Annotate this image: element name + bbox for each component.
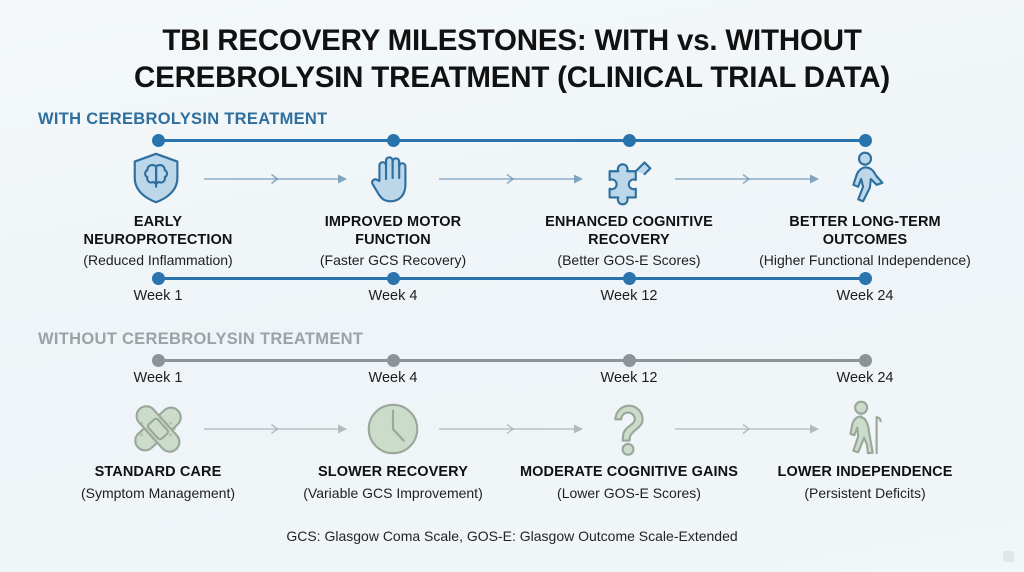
page-title: TBI RECOVERY MILESTONES: WITH vs. WITHOU… bbox=[0, 0, 1024, 96]
timeline-dot-2 bbox=[386, 272, 400, 285]
untreated-milestone-subtitle: (Symptom Management) bbox=[80, 484, 236, 501]
treated-milestone-subtitle: (Reduced Inflammation) bbox=[83, 252, 233, 268]
timeline-dot-2 bbox=[386, 134, 400, 147]
timeline-treated-top bbox=[151, 134, 872, 148]
timeline-rail bbox=[158, 359, 866, 362]
title-line-2: CEREBROLYSIN TREATMENT (CLINICAL TRIAL D… bbox=[134, 61, 890, 94]
timeline-dot-2 bbox=[386, 354, 400, 367]
treated-milestone-subtitle: (Better GOS-E Scores) bbox=[557, 252, 701, 268]
timeline-dot-1 bbox=[151, 354, 165, 367]
week-label-treated-1: Week 1 bbox=[133, 288, 183, 304]
untreated-milestone-4: LOWER INDEPENDENCE (Persistent Deficits) bbox=[735, 398, 995, 502]
untreated-milestone-title: SLOWER RECOVERY bbox=[317, 464, 468, 480]
week-label-untreated-3: Week 12 bbox=[600, 370, 658, 386]
week-label-untreated-4: Week 24 bbox=[836, 370, 894, 386]
week-labels-treated: Week 1 Week 4 Week 12 Week 24 bbox=[0, 288, 1024, 308]
connector-row-treated bbox=[0, 172, 1024, 186]
treated-milestone-subtitle: (Higher Functional Independence) bbox=[759, 252, 971, 268]
untreated-milestone-subtitle: (Lower GOS-E Scores) bbox=[557, 484, 701, 501]
week-label-untreated-1: Week 1 bbox=[133, 370, 183, 386]
hand-icon bbox=[263, 148, 523, 210]
timeline-dot-1 bbox=[151, 272, 165, 285]
walking-person-icon bbox=[735, 148, 995, 210]
person-with-cane-icon bbox=[735, 398, 995, 460]
puzzle-piece-icon bbox=[499, 148, 759, 210]
untreated-milestone-subtitle: (Persistent Deficits) bbox=[804, 484, 926, 501]
week-label-treated-4: Week 24 bbox=[836, 288, 894, 304]
untreated-connector-arrow-2 bbox=[439, 422, 583, 436]
treated-milestone-title: EARLY NEUROPROTECTION bbox=[83, 214, 233, 248]
untreated-connector-arrow-3 bbox=[675, 422, 819, 436]
timeline-dot-1 bbox=[151, 134, 165, 147]
treated-milestone-4: BETTER LONG-TERM OUTCOMES (Higher Functio… bbox=[735, 148, 995, 269]
timeline-rail bbox=[158, 277, 866, 280]
treated-milestone-title: ENHANCED COGNITIVE RECOVERY bbox=[545, 214, 713, 248]
untreated-milestone-title: MODERATE COGNITIVE GAINS bbox=[519, 464, 739, 480]
timeline-dot-4 bbox=[858, 272, 872, 285]
treated-milestone-title: IMPROVED MOTOR FUNCTION bbox=[324, 214, 462, 248]
timeline-dot-3 bbox=[622, 134, 636, 147]
treated-milestone-3: ENHANCED COGNITIVE RECOVERY (Better GOS-E… bbox=[499, 148, 759, 269]
clock-icon bbox=[263, 398, 523, 460]
untreated-milestone-2: SLOWER RECOVERY (Variable GCS Improvement… bbox=[263, 398, 523, 502]
timeline-dot-3 bbox=[622, 272, 636, 285]
treated-milestone-2: IMPROVED MOTOR FUNCTION (Faster GCS Recov… bbox=[263, 148, 523, 269]
week-label-treated-3: Week 12 bbox=[600, 288, 658, 304]
treated-milestone-1: EARLY NEUROPROTECTION (Reduced Inflammati… bbox=[28, 148, 288, 269]
title-line-1: TBI RECOVERY MILESTONES: WITH vs. WITHOU… bbox=[162, 24, 862, 57]
corner-mark-icon bbox=[1003, 551, 1014, 562]
section-header-treated: WITH CEREBROLYSIN TREATMENT bbox=[38, 110, 328, 128]
section-header-untreated: WITHOUT CEREBROLYSIN TREATMENT bbox=[38, 330, 364, 348]
timeline-dot-3 bbox=[622, 354, 636, 367]
week-label-untreated-2: Week 4 bbox=[368, 370, 418, 386]
week-label-treated-2: Week 4 bbox=[368, 288, 418, 304]
timeline-dot-4 bbox=[858, 134, 872, 147]
treated-milestone-title: BETTER LONG-TERM OUTCOMES bbox=[789, 214, 941, 248]
untreated-milestone-1: STANDARD CARE (Symptom Management) bbox=[28, 398, 288, 502]
connector-row-untreated bbox=[0, 422, 1024, 436]
footnote: GCS: Glasgow Coma Scale, GOS-E: Glasgow … bbox=[286, 528, 738, 544]
treated-connector-arrow-1 bbox=[204, 172, 347, 186]
treated-connector-arrow-2 bbox=[439, 172, 583, 186]
timeline-rail bbox=[158, 139, 866, 142]
shield-brain-icon bbox=[28, 148, 288, 210]
treated-milestone-subtitle: (Faster GCS Recovery) bbox=[319, 252, 467, 268]
untreated-milestone-subtitle: (Variable GCS Improvement) bbox=[303, 484, 483, 501]
timeline-untreated bbox=[151, 354, 872, 368]
question-mark-icon bbox=[499, 398, 759, 460]
bandage-icon bbox=[28, 398, 288, 460]
untreated-milestone-title: LOWER INDEPENDENCE bbox=[777, 464, 953, 480]
untreated-connector-arrow-1 bbox=[204, 422, 347, 436]
untreated-milestone-title: STANDARD CARE bbox=[94, 464, 222, 480]
timeline-treated-bottom bbox=[151, 272, 872, 286]
week-labels-untreated: Week 1 Week 4 Week 12 Week 24 bbox=[0, 370, 1024, 390]
timeline-dot-4 bbox=[858, 354, 872, 367]
treated-connector-arrow-3 bbox=[675, 172, 819, 186]
untreated-milestone-3: MODERATE COGNITIVE GAINS (Lower GOS-E Sco… bbox=[499, 398, 759, 502]
